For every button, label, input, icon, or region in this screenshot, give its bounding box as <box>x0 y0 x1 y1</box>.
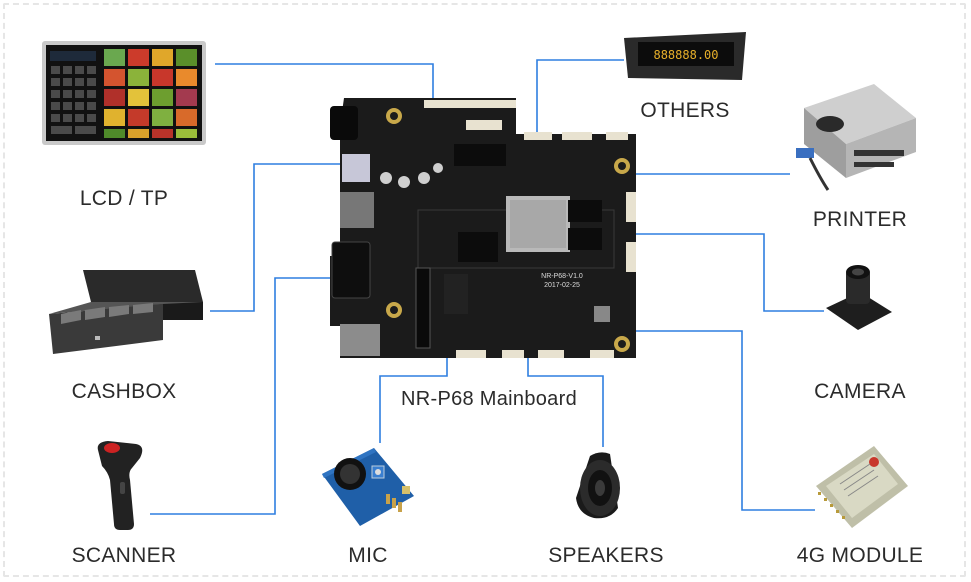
label-mainboard: NR-P68 Mainboard <box>401 388 577 410</box>
camera-icon <box>826 265 892 330</box>
board-silkscreen: NR-P68-V1.0 <box>541 273 583 280</box>
board-date: 2017-02-25 <box>544 282 580 289</box>
cashbox-icon <box>49 270 203 354</box>
customer-display-icon: 888888.00 <box>624 32 746 80</box>
wire-others <box>536 59 624 134</box>
label-others: OTHERS <box>640 99 730 122</box>
4g-module-icon <box>816 446 908 528</box>
wire-mic <box>379 358 448 443</box>
customer-display-readout: 888888.00 <box>653 48 718 62</box>
mic-module-icon <box>322 448 414 526</box>
mainboard-image: NR-P68-V1.0 2017-02-25 <box>330 98 636 358</box>
label-scanner: SCANNER <box>71 544 177 567</box>
label-camera: CAMERA <box>814 380 906 403</box>
wire-camera <box>633 233 824 312</box>
label-mic: MIC <box>348 544 388 567</box>
wire-cashbox <box>210 163 345 312</box>
wire-speakers <box>527 358 604 447</box>
printer-icon <box>796 84 916 191</box>
wire-scanner <box>150 277 334 515</box>
scanner-icon <box>97 441 143 530</box>
label-cashbox: CASHBOX <box>71 380 177 403</box>
label-speakers: SPEAKERS <box>548 544 664 567</box>
wire-lcd <box>215 63 434 98</box>
label-lcd-tp: LCD / TP <box>79 187 169 210</box>
dashed-frame <box>3 3 966 577</box>
speaker-icon <box>576 452 620 519</box>
label-4g-module: 4G MODULE <box>796 544 924 567</box>
label-printer: PRINTER <box>812 208 908 231</box>
lcd-tp-icon <box>42 41 206 145</box>
